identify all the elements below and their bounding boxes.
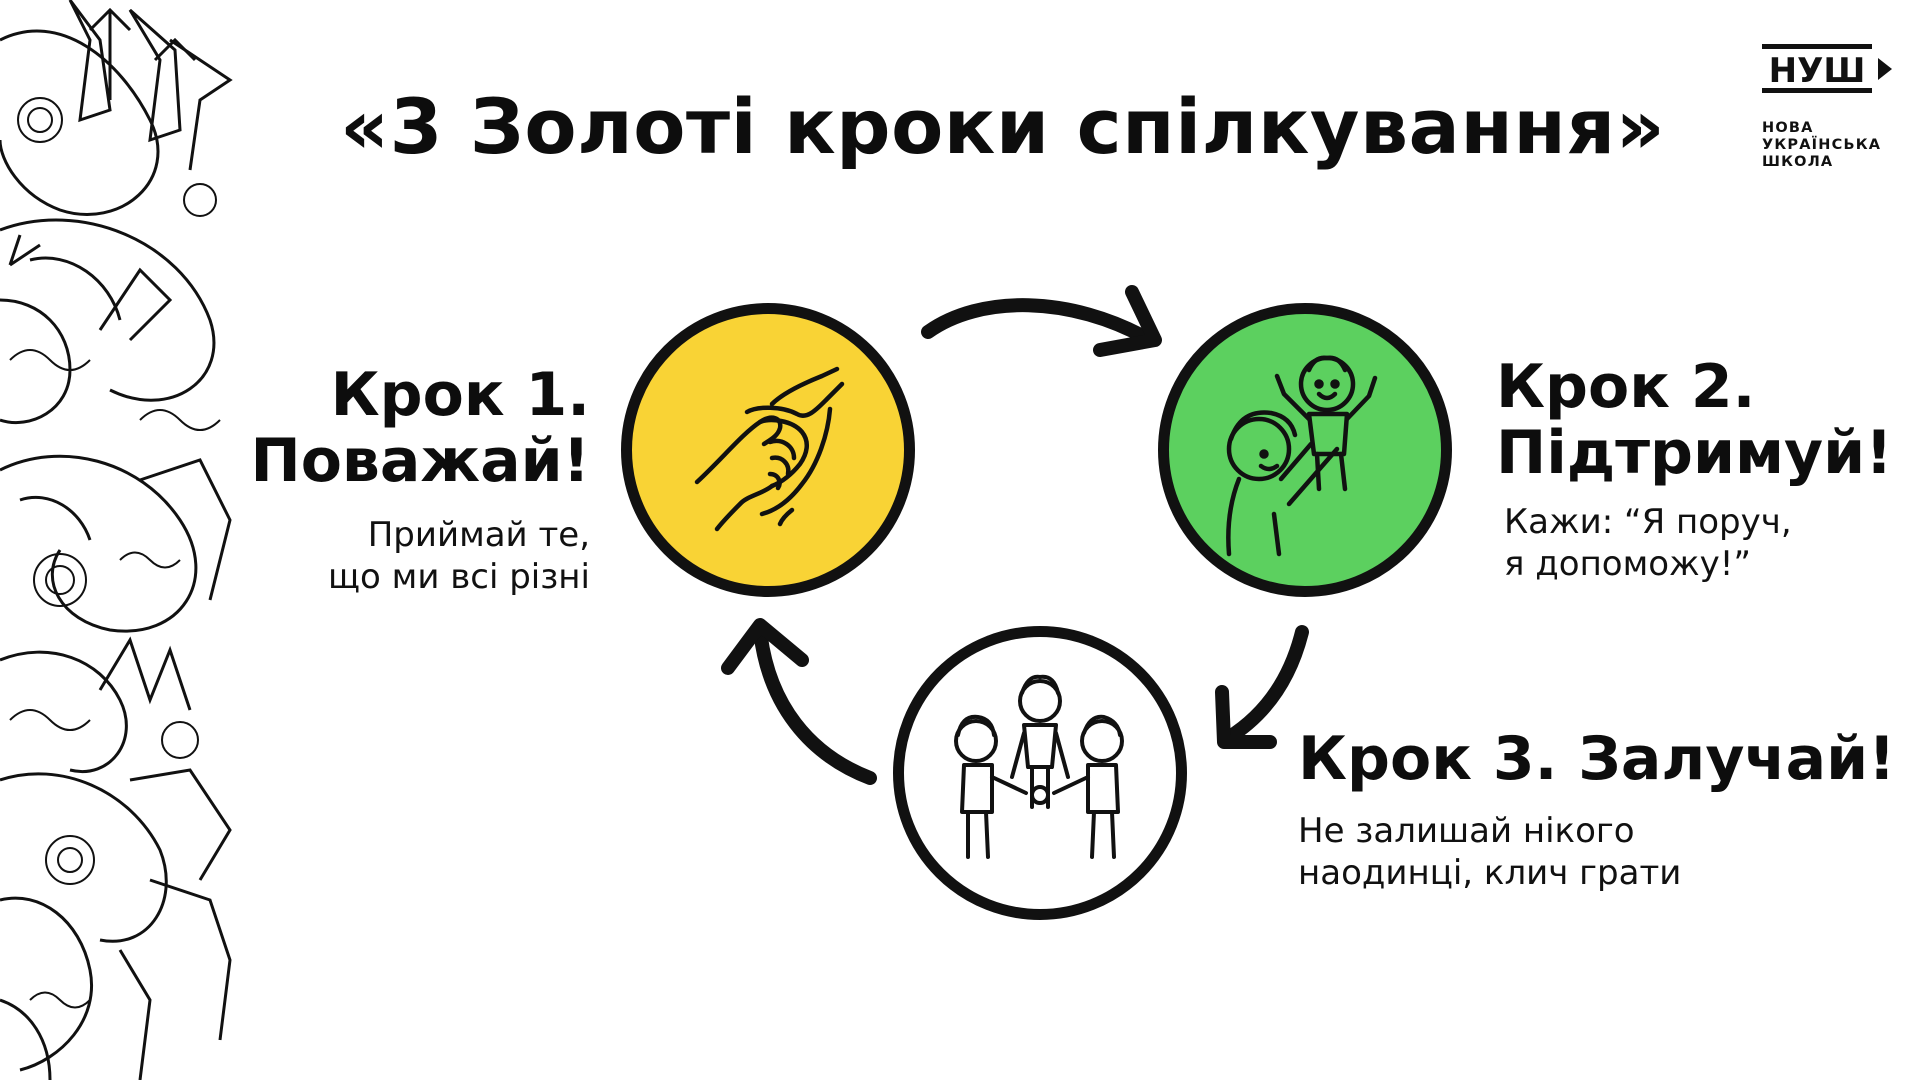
logo-wordmark: НОВА УКРАЇНСЬКА ШКОЛА — [1762, 120, 1912, 171]
step-3-desc-line: Не залишай нікого — [1298, 811, 1635, 851]
step-1-desc-line: що ми всі різні — [328, 557, 590, 597]
decorative-doodle-border — [0, 0, 233, 1080]
step-1-title: Крок 1. Поважай! — [160, 360, 591, 496]
logo-line: НОВА — [1762, 120, 1814, 136]
step-2-desc-line: я допоможу!” — [1504, 544, 1752, 584]
slide-title: «3 Золоті кроки спілкування» — [340, 82, 1666, 171]
step-2-circle — [1158, 303, 1452, 597]
parent-lifting-child-icon — [1226, 355, 1378, 557]
step-1-description: Приймай те, що ми всі різні — [200, 514, 590, 598]
logo-mark-text: НУШ — [1769, 51, 1866, 91]
arrow-step1-to-step2 — [921, 298, 1157, 347]
step-2-desc-line: Кажи: “Я поруч, — [1504, 502, 1792, 542]
nush-logo: НУШ НОВА УКРАЇНСЬКА ШКОЛА — [1762, 44, 1902, 179]
logo-line: УКРАЇНСЬКА — [1762, 137, 1882, 153]
step-2-title-line: Крок 2. — [1496, 352, 1756, 422]
step-2-title-line: Підтримуй! — [1496, 418, 1893, 488]
holding-hands-icon — [694, 366, 845, 532]
step-3-title: Крок 3. Залучай! — [1298, 726, 1908, 792]
step-1-circle — [621, 303, 915, 597]
step-1-title-line: Крок 1. — [330, 360, 590, 430]
arrow-step2-to-step3 — [1221, 625, 1309, 745]
step-1-title-line: Поважай! — [250, 426, 591, 496]
step-1-desc-line: Приймай те, — [367, 515, 590, 555]
step-2-description: Кажи: “Я поруч, я допоможу!” — [1504, 501, 1904, 585]
logo-line: ШКОЛА — [1762, 154, 1834, 170]
step-3-title-line: Крок 3. Залучай! — [1298, 724, 1896, 794]
step-2-title: Крок 2. Підтримуй! — [1496, 354, 1916, 486]
children-circle-icon — [954, 674, 1124, 859]
step-3-description: Не залишай нікого наодинці, клич грати — [1298, 810, 1798, 894]
arrow-step3-to-step1 — [753, 623, 877, 785]
step-3-circle — [893, 626, 1187, 920]
step-3-desc-line: наодинці, клич грати — [1298, 853, 1682, 893]
nush-logo-mark: НУШ — [1762, 44, 1892, 93]
